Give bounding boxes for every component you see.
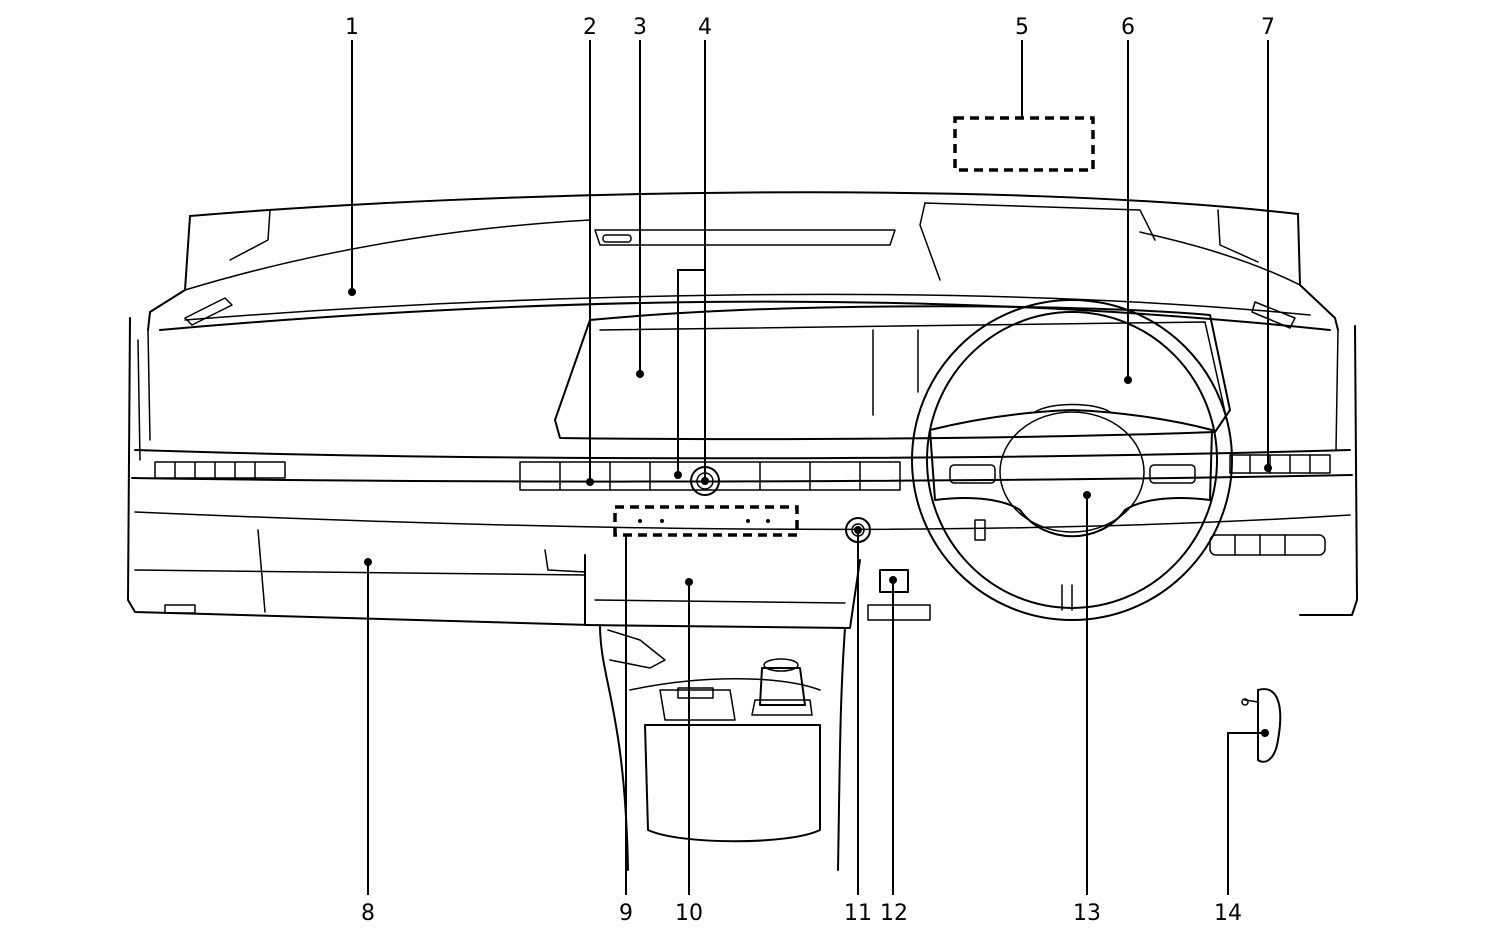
callout-2: 2: [583, 15, 597, 40]
callout-6: 6: [1121, 15, 1135, 40]
callout-7: 7: [1261, 15, 1275, 40]
callout-8: 8: [361, 901, 375, 926]
callout-13: 13: [1073, 901, 1101, 926]
callout-4: 4: [698, 15, 712, 40]
dashboard-outline: [127, 191, 1358, 871]
callout-9: 9: [619, 901, 633, 926]
switch-dots-9: [638, 519, 770, 523]
dashed-box-9: [613, 505, 799, 537]
callout-12: 12: [880, 901, 908, 926]
dashed-box-5: [953, 116, 1095, 172]
callout-5: 5: [1015, 15, 1029, 40]
callout-10: 10: [675, 901, 703, 926]
leaders: [348, 40, 1272, 895]
callout-14: 14: [1214, 901, 1242, 926]
callout-11: 11: [844, 901, 872, 926]
callout-3: 3: [633, 15, 647, 40]
callout-1: 1: [345, 15, 359, 40]
